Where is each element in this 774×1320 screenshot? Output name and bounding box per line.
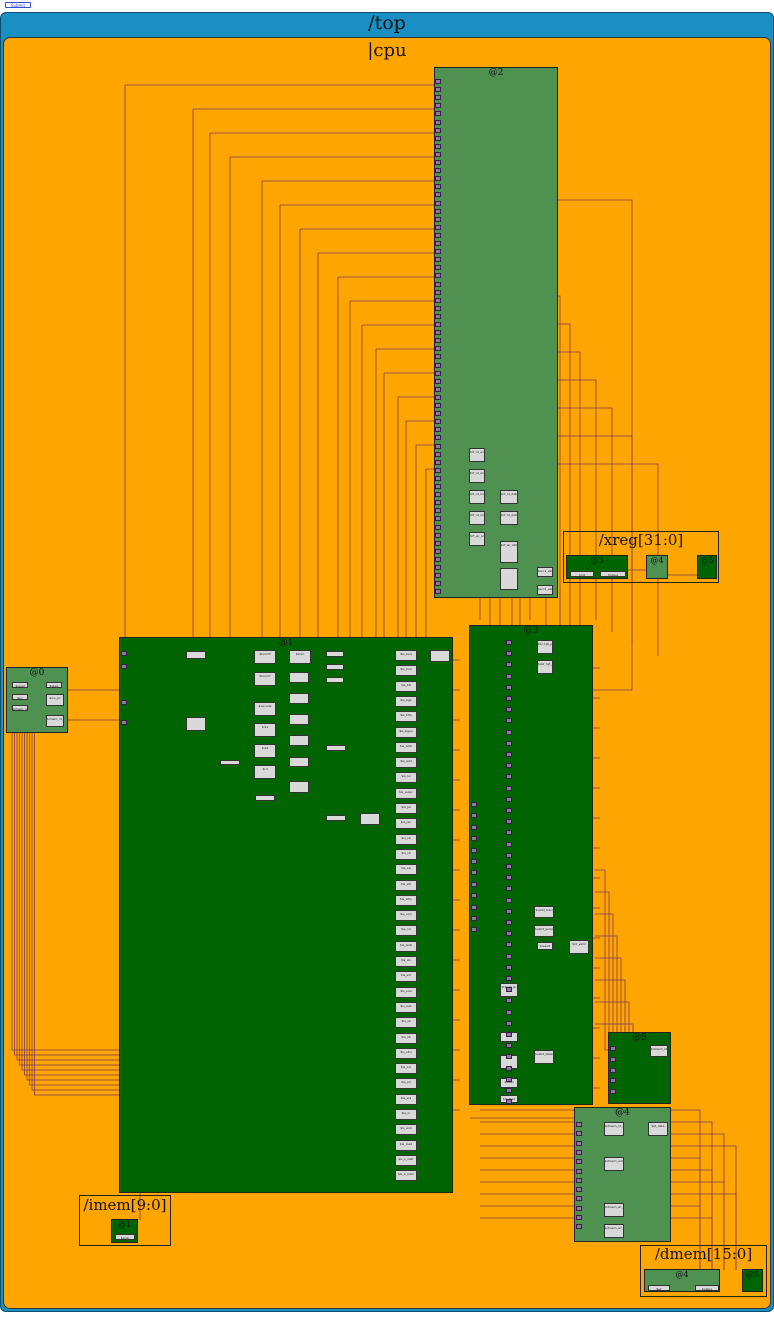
stage-block-3[interactable]: @3 xyxy=(469,625,593,1105)
wire-39 xyxy=(31,703,120,1091)
xreg-cell-value: $value xyxy=(600,571,626,577)
dmem-panel[interactable] xyxy=(640,1245,767,1297)
wire-75 xyxy=(628,569,697,576)
stage-block-0[interactable]: @0 xyxy=(6,667,68,733)
wire-7 xyxy=(317,252,436,670)
xreg-stage-3-label: @3 xyxy=(590,556,604,565)
wire-2 xyxy=(209,132,436,690)
xreg-stage-4[interactable]: @4 xyxy=(646,555,668,579)
stage-label-3: @3 xyxy=(523,626,539,636)
stage-block-5[interactable]: @5 xyxy=(608,1032,671,1104)
stage-label-4: @4 xyxy=(615,1108,630,1118)
xreg-stage-4-label: @4 xyxy=(650,556,664,565)
dmem-stage-4-label: @4 xyxy=(675,1270,689,1279)
legend-button[interactable]: Submit xyxy=(5,2,31,8)
imem-stage-1-label: @1 xyxy=(117,1220,132,1229)
imem-stage-1[interactable]: @1 $instr xyxy=(111,1219,138,1243)
dmem-stage-5[interactable]: @5 xyxy=(742,1269,763,1292)
imem-panel[interactable] xyxy=(79,1195,171,1246)
stage-label-5: @5 xyxy=(632,1033,647,1043)
wire-37 xyxy=(26,703,120,1081)
xreg-stage-5-label: @5 xyxy=(700,556,714,565)
imem-title: /imem[9:0] xyxy=(83,1196,167,1214)
wire-34 xyxy=(19,703,120,1066)
wire-31 xyxy=(11,703,120,1051)
stage-label-0: @0 xyxy=(29,668,45,678)
wire-3 xyxy=(229,156,436,710)
stage-label-1: @1 xyxy=(278,638,294,648)
dmem-title: /dmem[15:0] xyxy=(654,1245,753,1263)
wire-40 xyxy=(34,703,120,1096)
wire-0 xyxy=(124,84,436,650)
wire-77 xyxy=(68,689,120,721)
dmem-cell-wr: $wr xyxy=(648,1285,670,1291)
wire-12 xyxy=(383,372,436,650)
xreg-panel[interactable] xyxy=(563,531,719,583)
wire-38 xyxy=(29,703,120,1086)
wire-67 xyxy=(595,869,612,1051)
wire-33 xyxy=(16,703,120,1061)
wire-35 xyxy=(21,703,120,1071)
wire-13 xyxy=(397,396,436,670)
wire-32 xyxy=(14,703,120,1056)
wire-8 xyxy=(337,276,436,690)
wire-6 xyxy=(299,228,436,650)
cpu-title: |cpu xyxy=(367,40,407,61)
wire-1 xyxy=(192,108,436,670)
dmem-cell-value: $value xyxy=(695,1285,719,1291)
imem-cell-instr: $instr xyxy=(115,1234,135,1240)
top-title: /top xyxy=(368,12,406,34)
dmem-stage-4[interactable]: @4 $wr $value xyxy=(644,1269,720,1292)
stage-block-2[interactable]: @2 xyxy=(434,67,558,598)
dmem-stage-5-label: @5 xyxy=(745,1270,760,1279)
stage-block-4[interactable]: @4 xyxy=(574,1107,671,1242)
stage-label-2: @2 xyxy=(488,68,504,78)
xreg-title: /xreg[31:0] xyxy=(598,531,684,549)
stage-block-1[interactable]: @1 xyxy=(119,637,453,1193)
wire-36 xyxy=(24,703,120,1076)
xreg-stage-3[interactable]: @3 $rst $value xyxy=(566,555,628,579)
xreg-stage-5[interactable]: @5 xyxy=(697,555,717,579)
xreg-cell-rst: $rst xyxy=(570,571,594,577)
